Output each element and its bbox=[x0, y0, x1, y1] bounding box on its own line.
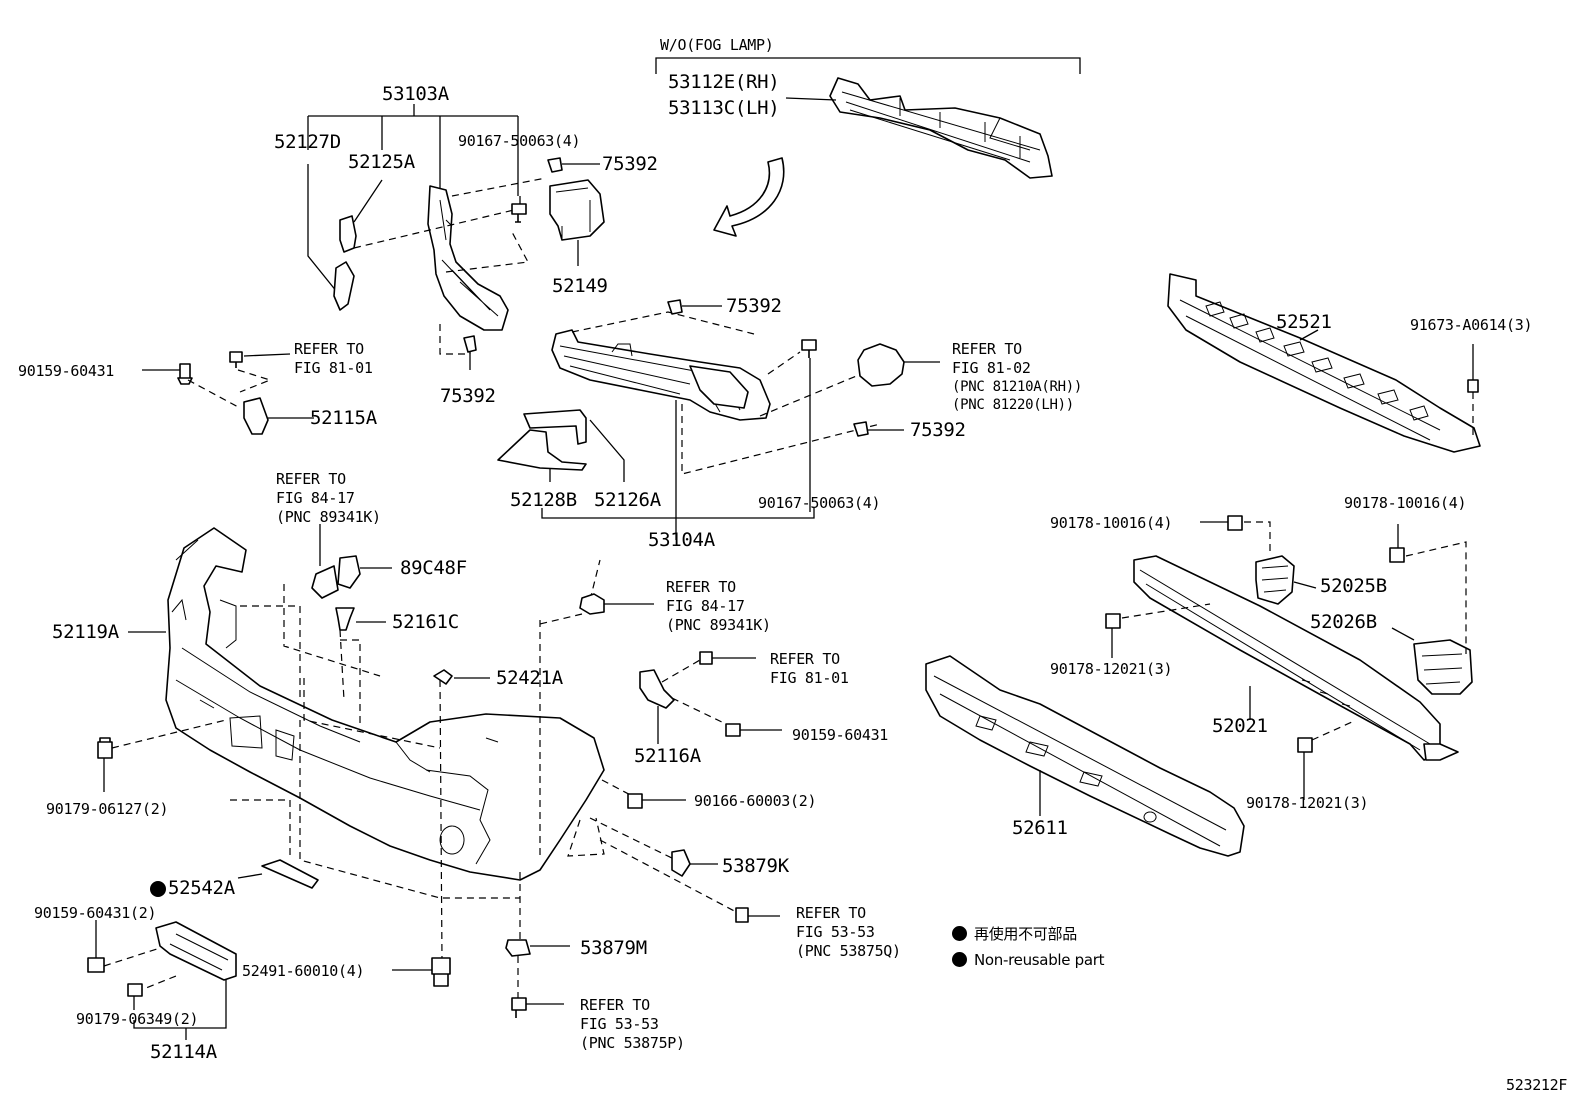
label-53103a[interactable]: 53103A bbox=[382, 83, 449, 105]
label-90166[interactable]: 90166-60003(2) bbox=[694, 792, 817, 810]
label-52125a[interactable]: 52125A bbox=[348, 151, 415, 173]
label-52026b[interactable]: 52026B bbox=[1310, 611, 1377, 633]
label-53113c[interactable]: 53113C(LH) bbox=[668, 97, 780, 119]
label-90159-c[interactable]: 90159-60431(2) bbox=[34, 904, 157, 922]
label-75392-c[interactable]: 75392 bbox=[440, 385, 496, 407]
label-90167-bot[interactable]: 90167-50063(4) bbox=[758, 494, 881, 512]
label-52021[interactable]: 52021 bbox=[1212, 715, 1268, 737]
label-52611[interactable]: 52611 bbox=[1012, 817, 1068, 839]
label-52119a[interactable]: 52119A bbox=[52, 621, 119, 643]
reinforcement-bar-52021 bbox=[1133, 555, 1459, 761]
label-75392-a[interactable]: 75392 bbox=[602, 153, 658, 175]
header-wo-fog-lamp: W/O(FOG LAMP) bbox=[660, 36, 774, 54]
label-53879m[interactable]: 53879M bbox=[580, 937, 647, 959]
bracket-52149 bbox=[549, 179, 605, 241]
label-52421a[interactable]: 52421A bbox=[496, 667, 563, 689]
label-52542a[interactable]: 52542A bbox=[168, 877, 235, 899]
label-89c48f[interactable]: 89C48F bbox=[400, 557, 467, 579]
label-52115a[interactable]: 52115A bbox=[310, 407, 377, 429]
label-90178-12021-a[interactable]: 90178-12021(3) bbox=[1050, 660, 1173, 678]
legend-non-reusable-en: Non-reusable part bbox=[952, 950, 1105, 971]
reinforcement-52521 bbox=[1167, 273, 1481, 453]
label-52161c[interactable]: 52161C bbox=[392, 611, 459, 633]
legend-dot-icon bbox=[952, 952, 967, 967]
label-75392-b[interactable]: 75392 bbox=[726, 295, 782, 317]
label-90178-10016-b[interactable]: 90178-10016(4) bbox=[1344, 494, 1467, 512]
legend-dot-icon bbox=[952, 926, 967, 941]
label-53104a[interactable]: 53104A bbox=[648, 529, 715, 551]
label-90178-12021-b[interactable]: 90178-12021(3) bbox=[1246, 794, 1369, 812]
bumper-cover-52119A bbox=[165, 527, 605, 881]
absorber-52611 bbox=[925, 655, 1245, 857]
label-52116a[interactable]: 52116A bbox=[634, 745, 701, 767]
label-52149[interactable]: 52149 bbox=[552, 275, 608, 297]
label-52127d[interactable]: 52127D bbox=[274, 131, 341, 153]
label-52521[interactable]: 52521 bbox=[1276, 311, 1332, 333]
label-75392-d[interactable]: 75392 bbox=[910, 419, 966, 441]
label-90179-06349[interactable]: 90179-06349(2) bbox=[76, 1010, 199, 1028]
diagram-id: 523212F bbox=[1506, 1076, 1568, 1094]
label-53879k[interactable]: 53879K bbox=[722, 855, 789, 877]
label-90178-10016-a[interactable]: 90178-10016(4) bbox=[1050, 514, 1173, 532]
label-52114a[interactable]: 52114A bbox=[150, 1041, 217, 1063]
label-91673[interactable]: 91673-A0614(3) bbox=[1410, 316, 1533, 334]
label-90179-06127[interactable]: 90179-06127(2) bbox=[46, 800, 169, 818]
label-52128b[interactable]: 52128B bbox=[510, 489, 577, 511]
label-52126a[interactable]: 52126A bbox=[594, 489, 661, 511]
label-90167-top[interactable]: 90167-50063(4) bbox=[458, 132, 581, 150]
label-90159-a[interactable]: 90159-60431 bbox=[18, 362, 115, 380]
label-52025b[interactable]: 52025B bbox=[1320, 575, 1387, 597]
bracket-left-vertical bbox=[427, 185, 509, 331]
lower-grille-53104A bbox=[551, 329, 771, 421]
label-52491[interactable]: 52491-60010(4) bbox=[242, 962, 365, 980]
legend-non-reusable-ja: 再使用不可部品 bbox=[952, 924, 1077, 945]
label-90159-b[interactable]: 90159-60431 bbox=[792, 726, 889, 744]
label-53112e[interactable]: 53112E(RH) bbox=[668, 71, 780, 93]
fog-cover-grille-top bbox=[829, 77, 1053, 179]
